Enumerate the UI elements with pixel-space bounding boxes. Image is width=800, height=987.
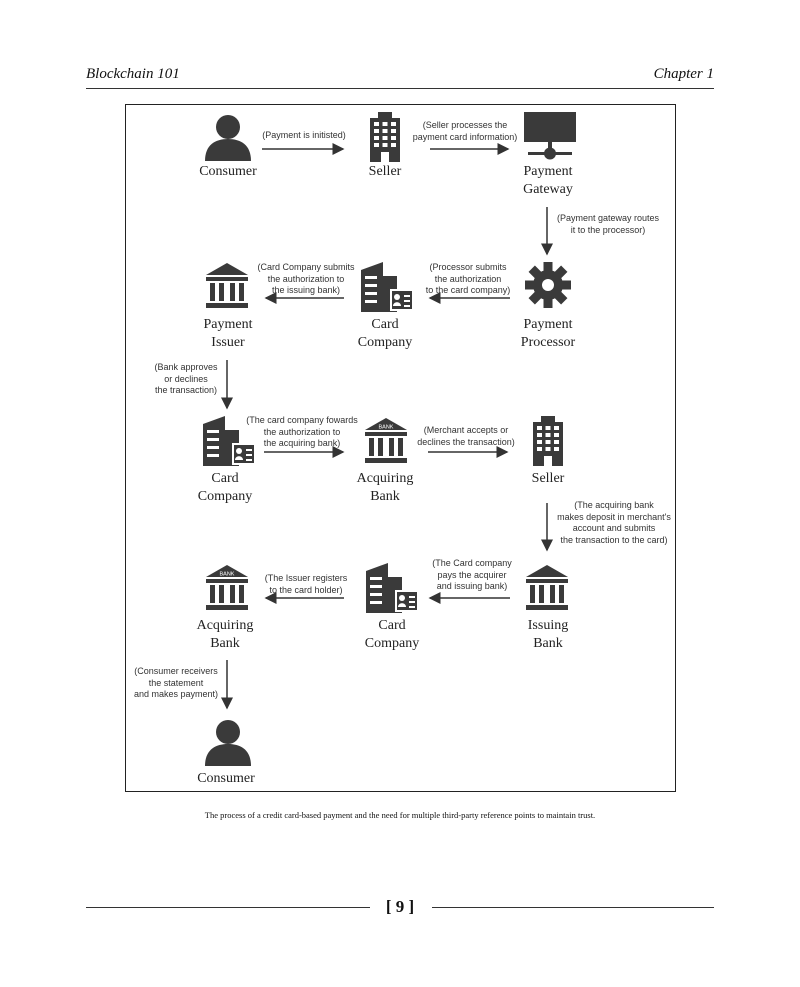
- company-building-icon: [203, 416, 255, 466]
- node-label-consumer: Consumer: [199, 164, 257, 179]
- footer-rule-left: [86, 907, 370, 908]
- person-icon: [205, 115, 251, 161]
- header-rule: [86, 88, 714, 89]
- step-note-1: (Payment is initisted): [262, 130, 346, 140]
- bank-building-icon: BANK: [206, 565, 248, 610]
- bank-building-icon: [526, 565, 568, 610]
- bank-sign-text: BANK: [220, 572, 235, 578]
- company-building-icon: [366, 563, 418, 613]
- node-label-seller: Seller: [531, 471, 565, 486]
- page-number: [ 9 ]: [385, 897, 415, 916]
- figure-caption: The process of a credit card-based payme…: [204, 810, 596, 820]
- bank-sign-text: BANK: [379, 425, 394, 431]
- network-monitor-icon: [524, 112, 576, 160]
- person-icon: [205, 720, 251, 766]
- bank-building-icon: [206, 263, 248, 308]
- company-building-icon: [361, 262, 413, 312]
- payment-flow-figure: [125, 104, 676, 792]
- office-building-icon: [370, 112, 400, 162]
- gear-icon: [525, 262, 571, 308]
- node-label-consumer: Consumer: [197, 771, 255, 786]
- running-header-title: Blockchain 101: [86, 66, 180, 82]
- node-label-seller: Seller: [368, 164, 402, 179]
- running-header-chapter: Chapter 1: [653, 66, 714, 82]
- office-building-icon: [533, 416, 563, 466]
- footer-rule-right: [432, 907, 714, 908]
- bank-building-icon: BANK: [365, 418, 407, 463]
